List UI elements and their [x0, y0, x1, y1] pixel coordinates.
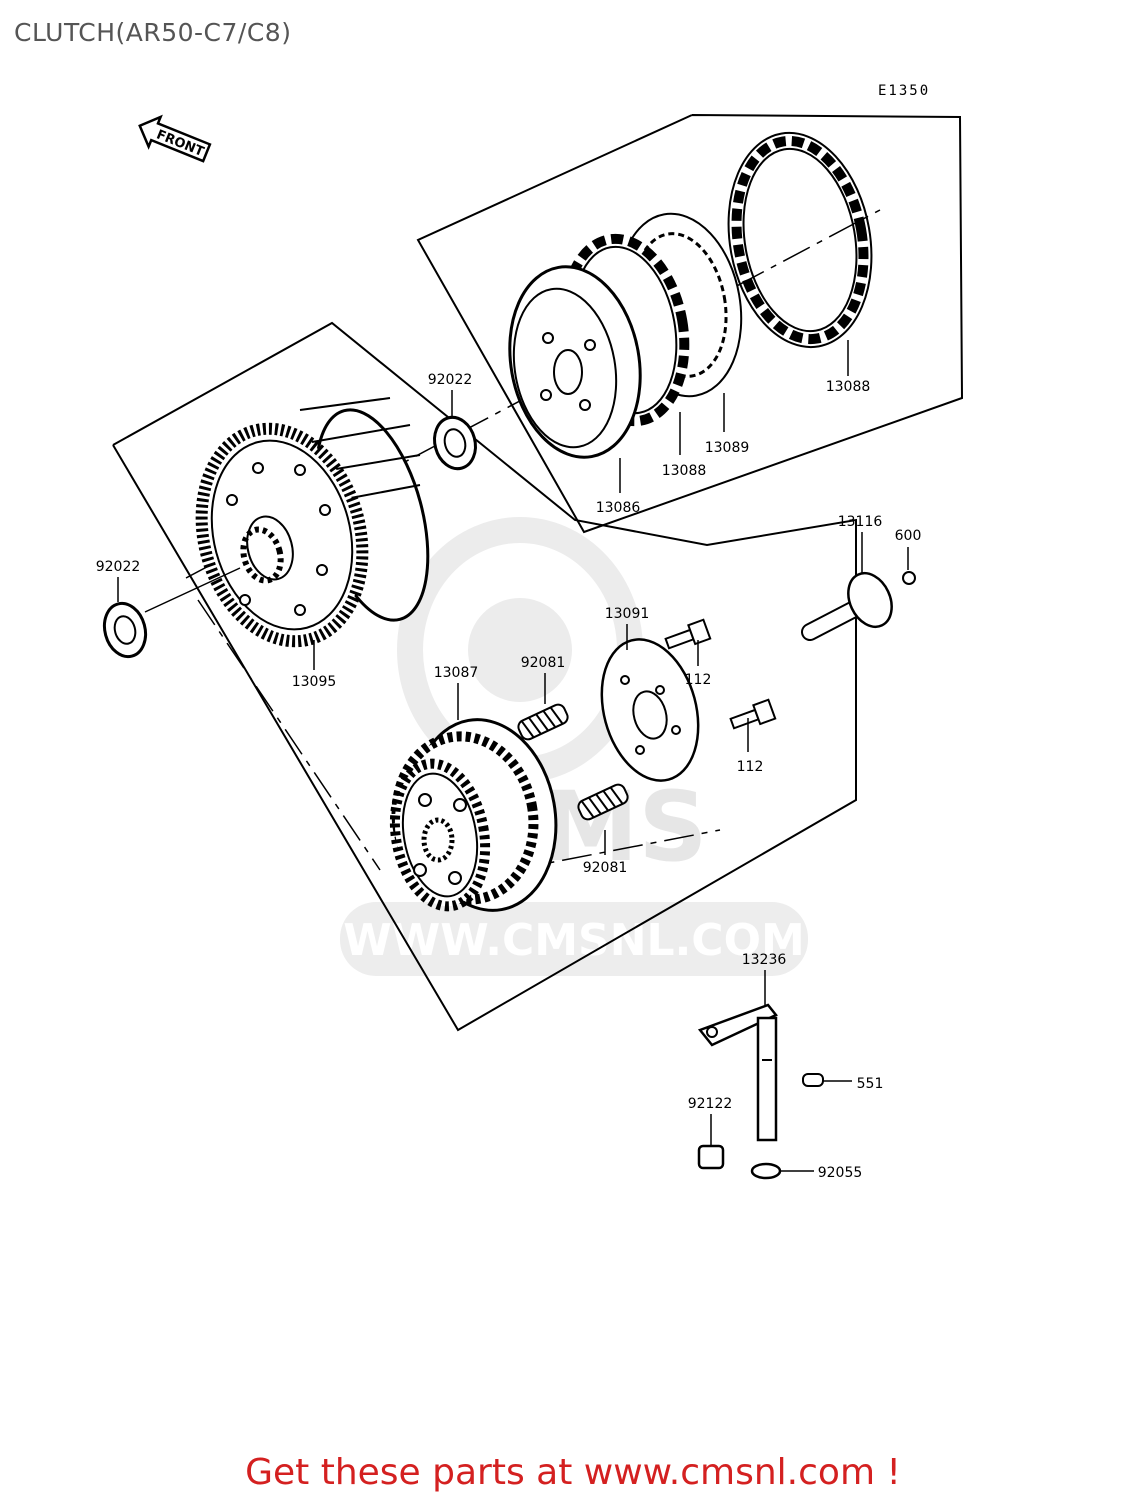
label-551: 551 [857, 1076, 884, 1092]
clutch-exploded-diagram: CMS WWW.CMSNL.COM E1350 FRONT [96, 83, 964, 1181]
label-112-lower: 112 [737, 759, 764, 775]
spring-92081-upper [517, 703, 569, 741]
spring-92081-lower [577, 783, 629, 821]
diagram-code: E1350 [878, 83, 930, 99]
push-rod-13116 [801, 572, 893, 641]
label-92022-upper: 92022 [428, 372, 473, 388]
release-lever-13236 [697, 1003, 778, 1142]
label-13088-mid: 13088 [662, 463, 707, 479]
label-600: 600 [895, 528, 922, 544]
footer-link[interactable]: Get these parts at www.cmsnl.com ! [245, 1452, 901, 1493]
washer-92022-left [102, 567, 241, 659]
label-13089: 13089 [705, 440, 750, 456]
label-13116: 13116 [838, 514, 883, 530]
label-13087: 13087 [434, 665, 479, 681]
label-92122: 92122 [688, 1096, 733, 1112]
label-92022-left: 92022 [96, 559, 141, 575]
label-92055: 92055 [818, 1165, 863, 1181]
label-92081-lower: 92081 [583, 860, 628, 876]
label-13088-top: 13088 [826, 379, 871, 395]
page-title: CLUTCH(AR50-C7/C8) [14, 18, 292, 47]
watermark-url: WWW.CMSNL.COM [343, 915, 805, 966]
oring-92055 [750, 1162, 814, 1180]
front-arrow-icon: FRONT [138, 114, 212, 163]
bolt-112-lower [729, 698, 777, 730]
clutch-assembly-box [112, 321, 857, 1032]
group-boxes [112, 114, 964, 1032]
clutch-plates-box [416, 114, 964, 534]
label-13236: 13236 [742, 952, 787, 968]
ball-600 [902, 571, 916, 585]
spring-plate-13091 [600, 638, 700, 782]
bushing-92122 [697, 1144, 725, 1170]
watermark: CMS WWW.CMSNL.COM [340, 517, 808, 976]
washer-92022-upper [433, 415, 477, 471]
label-92081-upper: 92081 [521, 655, 566, 671]
pin-551 [802, 1073, 852, 1087]
label-112-upper: 112 [685, 672, 712, 688]
clutch-hub-13087 [389, 718, 558, 912]
friction-plate-13088-top [727, 131, 873, 349]
label-13095: 13095 [292, 674, 337, 690]
label-13091: 13091 [605, 606, 650, 622]
leader-lines [117, 340, 909, 1146]
label-13086: 13086 [596, 500, 641, 516]
bolt-112-upper [664, 618, 712, 650]
clutch-housing-13095 [195, 397, 430, 648]
pressure-plate-13086 [508, 265, 642, 459]
